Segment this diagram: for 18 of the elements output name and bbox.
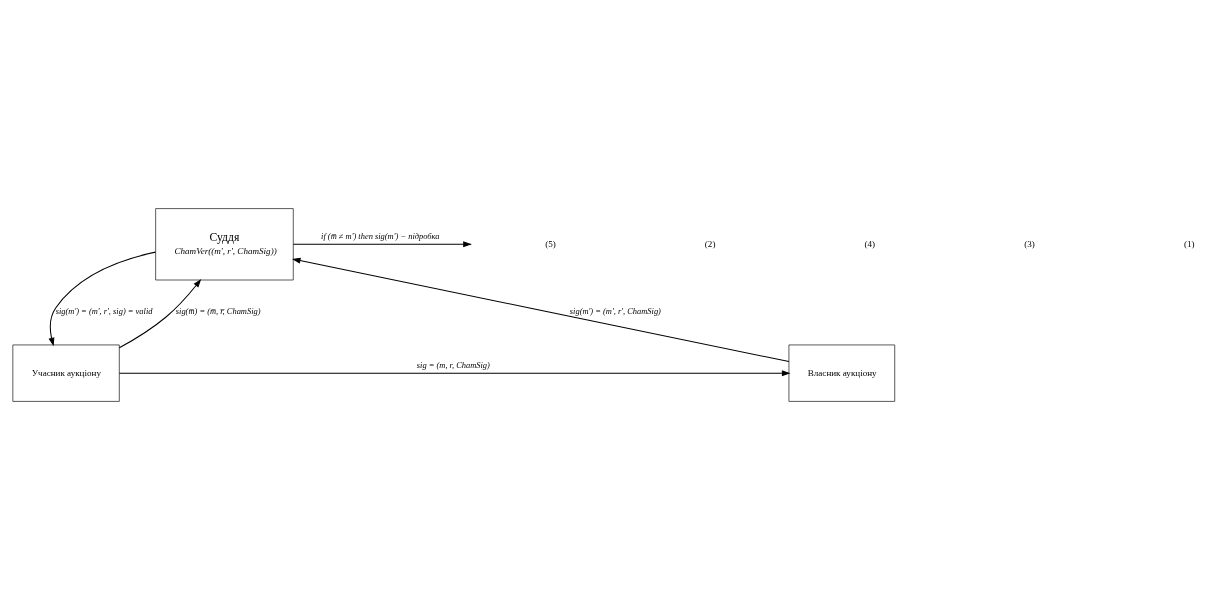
node-box: Суддя ChamVer((m', r', ChamSig)) [155,208,294,281]
label: (1) [1183,238,1195,249]
label: (3) [1024,238,1035,249]
label: (2) [704,238,716,249]
edge-label: sig(m') = (m', r', ChamSig) [569,306,661,317]
label: (5) [545,238,556,249]
arrow [118,278,202,349]
edge-label: sig(m') = (m', r', sig) = valid [55,306,153,317]
edge-label: if (m̅ ≠ m') then sig(m') − підробка [321,231,440,242]
arrow [48,251,156,347]
node-box: Власник аукціону [788,344,896,402]
edge-label: sig = (m, r, ChamSig) [416,360,490,371]
edge-label: sig(m̅) = (m̅, r̅, ChamSig) [175,306,261,317]
node-box: Учасник аукціону [12,344,120,402]
arrow [291,257,790,363]
arrow [118,370,791,377]
label: (4) [864,238,876,249]
arrow [292,241,472,248]
